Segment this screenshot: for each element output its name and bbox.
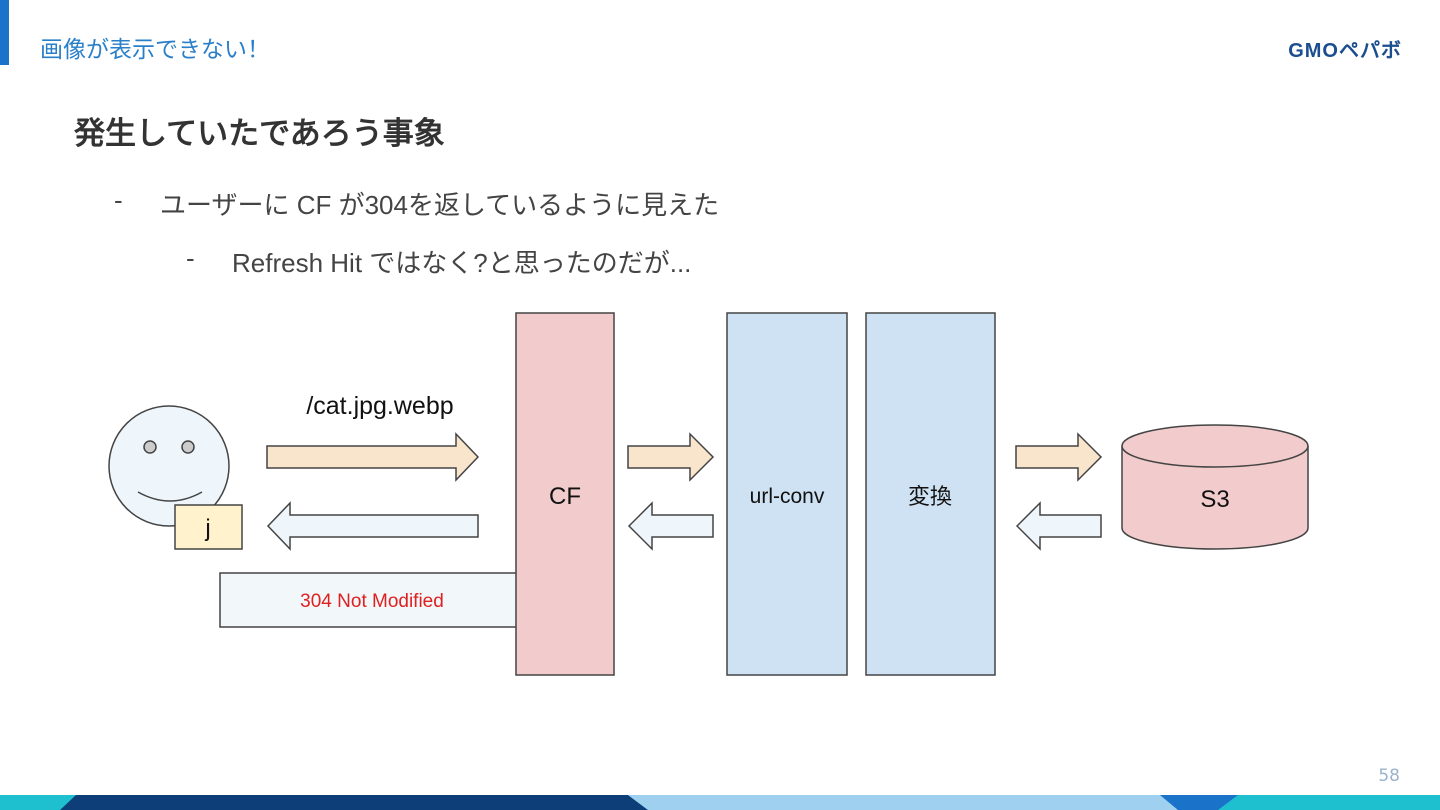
cached-image-box [174, 504, 243, 550]
cached-image-label: j [204, 515, 210, 542]
bullet-text: Refresh Hit ではなく?と思ったのだが... [232, 248, 692, 278]
request-arrow-cf-to-urlconv [627, 432, 715, 482]
request-arrow-to-s3 [1015, 432, 1103, 482]
s3-storage-node [1121, 424, 1309, 550]
url-conv-label: url-conv [750, 485, 825, 508]
section-title: 画像が表示できない！ [40, 37, 270, 63]
slide-title: 発生していたであろう事象 [74, 116, 445, 152]
url-conv-node [726, 312, 848, 676]
request-path-label: /cat.jpg.webp [306, 392, 453, 420]
bullet-dash: - [114, 185, 123, 215]
page-number: 58 [1378, 766, 1400, 786]
response-box [219, 572, 526, 628]
transform-node [865, 312, 996, 676]
response-status-label: 304 Not Modified [300, 591, 444, 612]
bullet-dash: - [186, 243, 195, 273]
bullet-text: ユーザーに CF が304を返しているように見えた [160, 190, 720, 220]
response-arrow-urlconv-to-cf [627, 501, 714, 551]
gmo-pepabo-logo: GMOペパボ [1288, 40, 1402, 62]
cf-label: CF [549, 483, 581, 510]
s3-label: S3 [1200, 486, 1229, 513]
response-arrow-from-s3 [1015, 501, 1102, 551]
user-smiley-icon [108, 405, 230, 527]
response-arrow-cf-to-user [266, 501, 479, 551]
cf-node [515, 312, 615, 676]
footer-band [0, 795, 1440, 810]
request-arrow-user-to-cf [266, 432, 480, 482]
accent-bar [0, 0, 9, 65]
transform-label: 変換 [908, 484, 952, 509]
